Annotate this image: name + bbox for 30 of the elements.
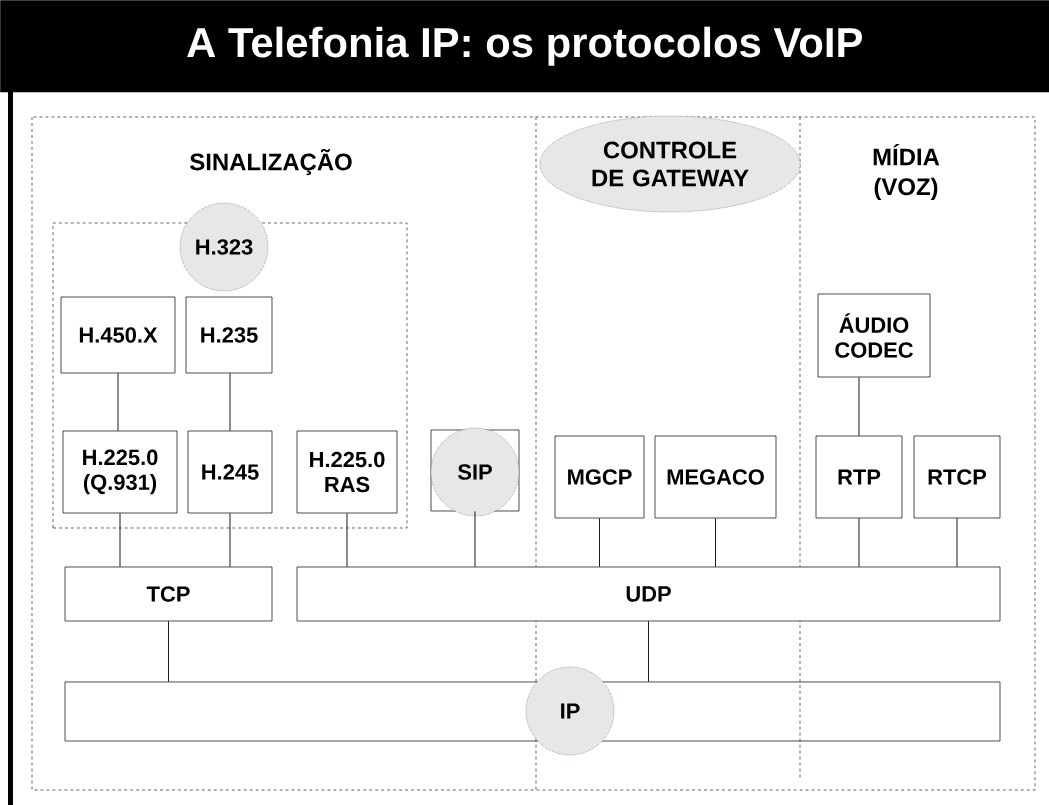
protocol-box: MGCP xyxy=(554,435,645,519)
protocol-box: H.225.0 RAS xyxy=(296,430,398,514)
connector-line xyxy=(648,620,649,683)
protocol-box: H.235 xyxy=(185,296,273,374)
protocol-badge: SIP xyxy=(430,427,520,517)
protocol-box: RTCP xyxy=(913,435,1001,519)
column-heading: MÍDIA (VOZ) xyxy=(873,144,940,200)
layer-bar: TCP xyxy=(64,566,273,622)
connector-line xyxy=(229,372,231,432)
connector-line xyxy=(229,512,231,568)
layer-bar: UDP xyxy=(296,566,1001,622)
connector-line xyxy=(858,517,860,568)
protocol-box: H.245 xyxy=(187,430,273,514)
layer-bar: IP xyxy=(64,666,1001,756)
connector-line xyxy=(858,376,860,437)
connector-line xyxy=(346,512,348,568)
connector-line xyxy=(117,372,119,432)
connector-line xyxy=(168,620,169,683)
column-heading: SINALIZAÇÃO xyxy=(190,148,352,176)
connector-line xyxy=(599,517,600,568)
protocol-box: RTP xyxy=(815,435,903,519)
connector-line xyxy=(715,517,716,568)
connector-line xyxy=(956,517,958,568)
protocol-box: H.225.0 (Q.931) xyxy=(62,430,178,514)
connector-line xyxy=(474,510,476,568)
protocol-box: ÁUDIO CODEC xyxy=(817,293,931,378)
title-bar: A Telefonia IP: os protocolos VoIP xyxy=(0,0,1049,93)
protocol-box: H.450.X xyxy=(60,296,176,374)
protocol-box: MEGACO xyxy=(654,435,777,519)
connector-line xyxy=(119,512,121,568)
